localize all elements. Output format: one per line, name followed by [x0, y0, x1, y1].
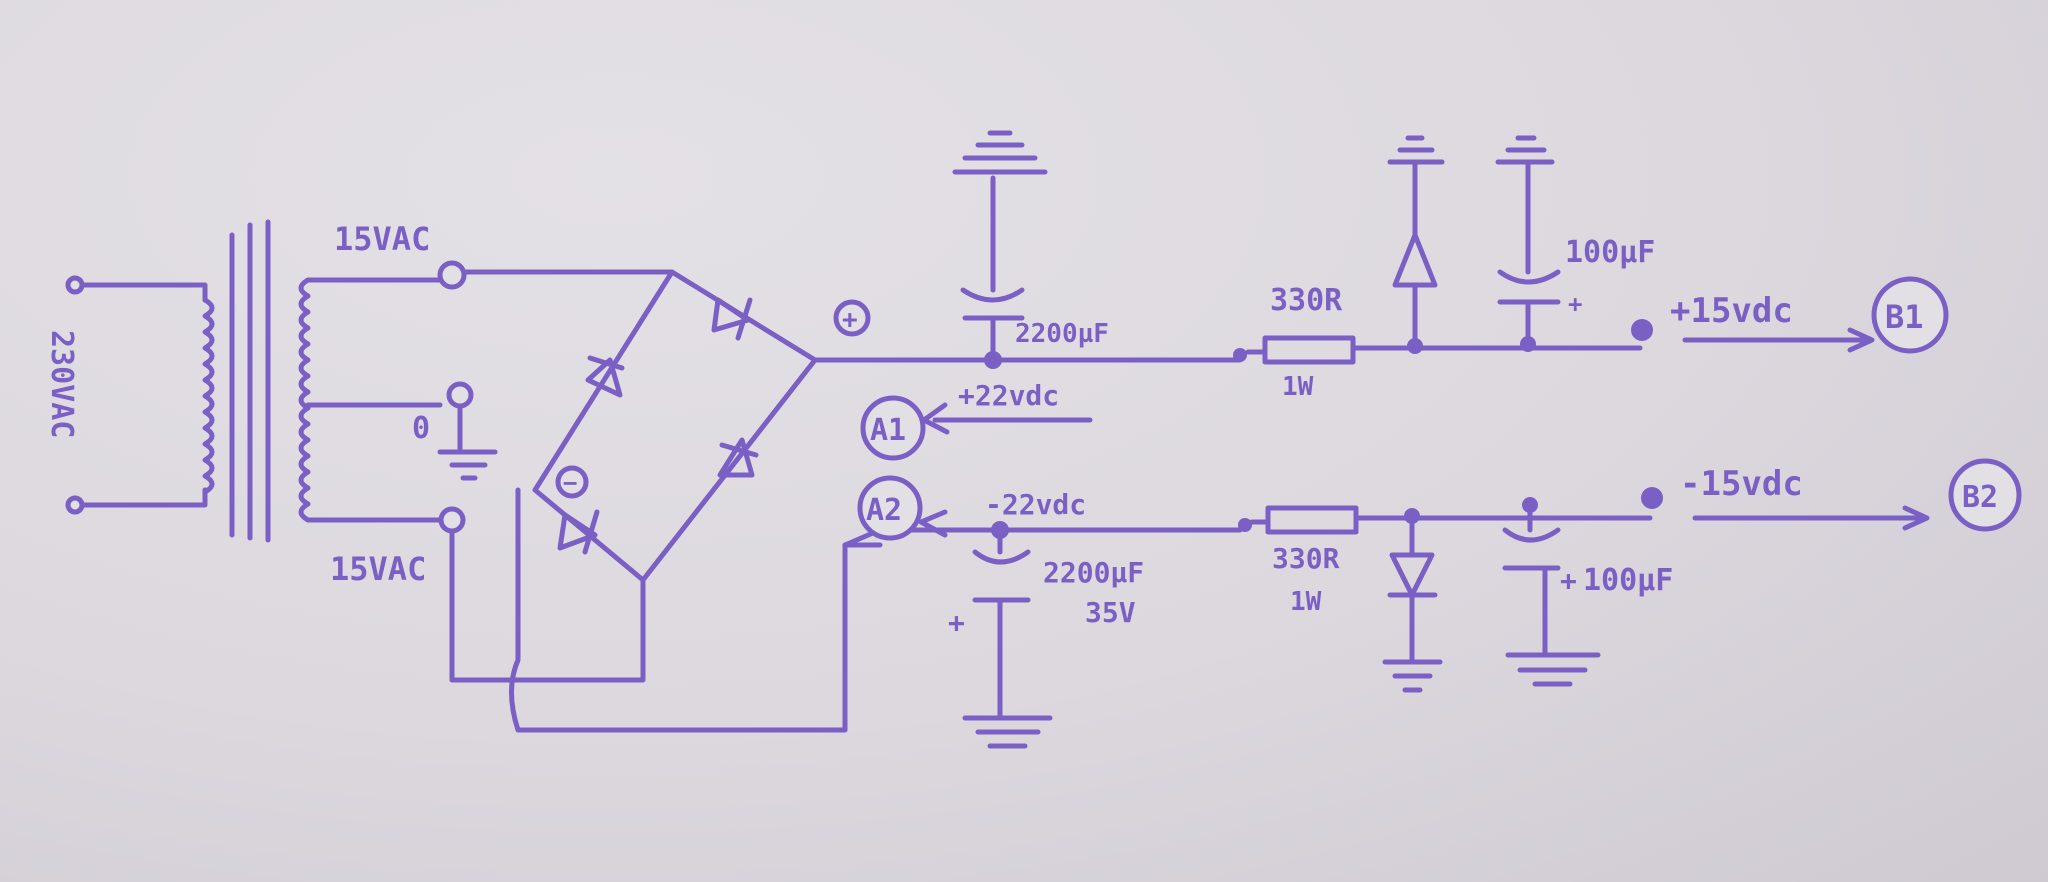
cap-small-pos-junction	[1520, 336, 1536, 352]
output-pos-terminal	[1631, 319, 1653, 341]
res-neg-power-label: 1W	[1290, 587, 1322, 617]
primary-winding	[202, 297, 215, 495]
a1-label: A1	[870, 413, 906, 448]
b2-marker	[1948, 458, 2022, 532]
terminal-center-tap	[446, 381, 474, 409]
cap-neg-main-label: 2200µF	[1043, 556, 1144, 589]
res-neg-terminal	[1238, 518, 1252, 532]
transformer: 230VAC	[44, 219, 443, 543]
center-tap-label: 0	[412, 411, 430, 446]
cap-polarity-pos-label: +	[1568, 290, 1582, 318]
cap-polarity-neg-label: +	[1560, 564, 1577, 597]
res-pos-terminal	[1233, 348, 1247, 362]
pos-junction	[984, 351, 1002, 369]
ground-symbol-zener-neg	[1382, 659, 1443, 693]
res-pos-power-label: 1W	[1282, 372, 1314, 402]
capacitor-100uf-negative	[1502, 510, 1601, 687]
cap-neg-polarity-label: +	[948, 606, 965, 639]
primary-leads	[79, 282, 208, 508]
a2-arrow	[918, 509, 948, 538]
ground-symbol-cap-pos	[1495, 135, 1555, 165]
terminal-15vac-bottom	[438, 506, 466, 534]
bridge-rectifier: −	[449, 269, 883, 733]
output-pos-arrow	[1682, 327, 1875, 353]
a2-marker	[857, 475, 923, 541]
output-pos-label: +15vdc	[1670, 291, 1793, 331]
cap-small-neg-junction	[1522, 497, 1538, 513]
cap-neg-small-label: 100µF	[1583, 563, 1673, 598]
sec-bottom-label: 15VAC	[330, 550, 426, 588]
a1-marker	[860, 395, 926, 461]
zener-pos-junction	[1407, 338, 1423, 354]
output-neg-terminal	[1641, 487, 1663, 509]
diode-bridge-d1	[711, 297, 753, 341]
zener-diode-negative	[1382, 521, 1443, 693]
diode-bridge-d4	[557, 509, 600, 555]
plus-node-circle	[833, 299, 871, 337]
diode-bridge-d2	[717, 437, 759, 478]
res-pos-label: 330R	[1270, 283, 1343, 318]
bridge-minus-label: −	[563, 469, 577, 497]
ground-symbol-top-left	[952, 130, 1048, 175]
neg-regulated-wire	[1249, 515, 1653, 525]
capacitor-2200uf-negative	[962, 535, 1053, 749]
resistor-330r-negative	[1265, 505, 1359, 535]
a1-arrow	[921, 402, 950, 435]
ground-symbol-zener-pos	[1387, 135, 1445, 165]
bridge-return-wire	[509, 487, 883, 733]
plus-node-label: +	[842, 305, 858, 335]
b1-marker	[1871, 276, 1949, 354]
neg-junction	[991, 521, 1009, 539]
terminal-15vac-top	[437, 260, 467, 290]
ground-symbol-cap-neg	[1505, 652, 1601, 687]
res-neg-label: 330R	[1272, 542, 1340, 575]
resistor-330r-positive	[1262, 335, 1356, 365]
cap-neg-main-rating: 35V	[1085, 596, 1136, 629]
secondary-winding	[298, 277, 311, 523]
output-neg-arrow	[1692, 505, 1930, 531]
mains-voltage-label: 230VAC	[44, 330, 79, 438]
bridge-bottom-wire	[449, 529, 646, 683]
bridge-minus-node	[555, 465, 589, 499]
diode-bridge-d3	[585, 355, 625, 398]
sec-top-label: 15VAC	[334, 220, 430, 258]
pos-rail-label: +22vdc	[958, 379, 1059, 412]
cap-pos-small-label: 100µF	[1565, 235, 1655, 270]
cap-pos-main-label: 2200µF	[1015, 319, 1109, 349]
ground-symbol-bottom-left	[962, 715, 1053, 749]
zener-diode-positive	[1387, 135, 1445, 341]
a2-label: A2	[866, 493, 902, 528]
transformer-core	[229, 219, 271, 543]
b1-label: B1	[1885, 298, 1924, 336]
capacitor-100uf-positive	[1495, 135, 1561, 339]
b2-label: B2	[1962, 480, 1998, 515]
pos-regulated-wire	[1245, 345, 1643, 355]
neg-rail-label: -22vdc	[985, 488, 1086, 521]
zener-neg-junction	[1404, 508, 1420, 524]
center-tap-ground-symbol	[437, 403, 498, 481]
capacitor-2200uf-positive	[952, 130, 1048, 355]
bridge-diamond	[532, 269, 818, 583]
output-neg-label: -15vdc	[1680, 464, 1803, 504]
